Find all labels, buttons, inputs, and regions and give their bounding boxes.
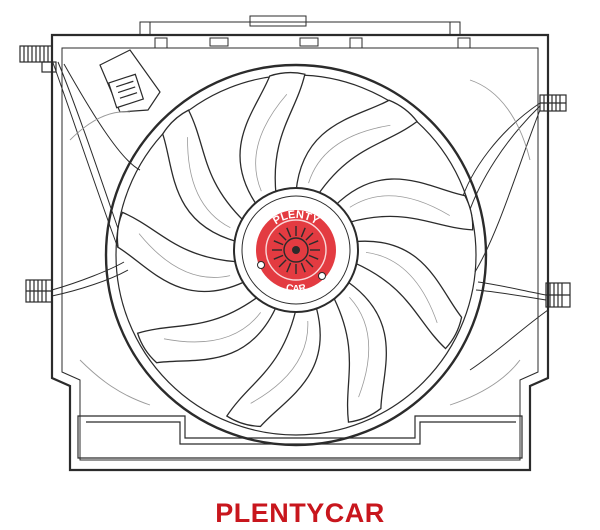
mount-bracket-left-mid [25,279,53,303]
fan-blade-ridge [163,312,261,343]
electrical-connector [99,49,161,113]
shroud-frame [50,33,550,472]
hub-tooth [305,259,314,268]
fan-hub-inner [241,195,351,305]
hub-tooth [286,227,292,238]
svg-text:PLENTY: PLENTY [271,209,321,228]
fan-blade [295,99,418,197]
wire-harness [51,59,549,371]
fan-ring-outer [104,63,488,447]
fan-blade [333,281,387,423]
mount-bracket-top-left [19,45,57,73]
hub-tooth [278,232,287,241]
fan-blade-ridge [349,297,370,398]
fan-blade [333,178,474,231]
fan-blade-ridge [250,320,309,404]
hub-tooth [278,259,287,268]
fan-blade-ridge [138,233,231,278]
bottom-opening [77,415,523,459]
fan-blade [354,240,463,350]
mount-bracket-right-mid [545,282,571,308]
hub-tooth [273,240,284,246]
fan-blade [225,307,321,428]
hub-tooth [308,240,319,246]
fan-blade [116,211,245,293]
hub-tooth [308,254,319,260]
top-rail [139,15,471,49]
hub-logo: PLENTY CAR [256,209,336,295]
fan-assembly-drawing: PLENTY CAR [19,15,571,472]
fan-blade [161,109,246,243]
logo-bottom-text: CAR [285,282,308,295]
fan-blade-ridge [365,251,438,324]
shroud-ribs [69,79,531,406]
fan-blade-ridge [349,195,450,216]
fan-blades [116,71,474,428]
fan-blade [136,296,277,364]
hub-tooth [300,227,306,238]
fan-blade-ridge [187,137,231,229]
fan-blade-ridge [308,124,391,184]
svg-text:CAR: CAR [285,282,308,295]
hub-tooth [300,262,306,273]
mount-bracket-right-top [539,94,567,112]
logo-top-text: PLENTY [271,209,321,228]
brand-caption: PLENTYCAR [215,498,385,528]
shroud-inner-frame [61,47,539,461]
fan-blade-ridge [255,94,288,192]
hub-tooth [305,232,314,241]
hub-tooth [273,254,284,260]
hub-tooth [286,262,292,273]
fan-blade [239,71,306,207]
